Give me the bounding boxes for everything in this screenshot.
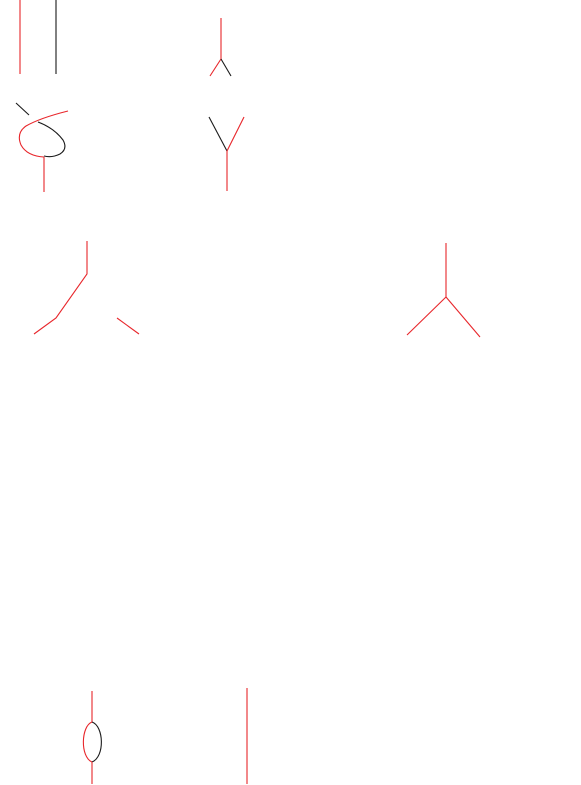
red-strand-right-arm — [226, 116, 245, 152]
merge-vertex-figure — [209, 18, 232, 77]
twisted-loop-figure — [15, 102, 69, 192]
trivalent-vertex-figure — [406, 243, 481, 338]
red-strand-over — [18, 110, 69, 158]
parallel-strands-figure — [19, 0, 57, 74]
bubble-figure — [82, 691, 102, 784]
red-strand-fragment — [116, 317, 140, 335]
black-strand-left-arm — [208, 116, 228, 152]
split-vertex-figure — [208, 116, 245, 191]
red-strand-left-leg — [209, 58, 222, 77]
red-strand-left-leg — [406, 296, 447, 336]
red-strand-bubble-left — [82, 721, 93, 763]
broken-trivalent-vertex-figure — [33, 241, 140, 335]
black-strand-entry — [15, 102, 30, 116]
red-strand-bent — [33, 241, 88, 335]
black-strand-bubble-right — [91, 721, 102, 763]
red-strand-right-leg — [445, 296, 481, 338]
black-strand-right-leg — [220, 58, 232, 77]
black-strand-loop — [37, 121, 66, 158]
